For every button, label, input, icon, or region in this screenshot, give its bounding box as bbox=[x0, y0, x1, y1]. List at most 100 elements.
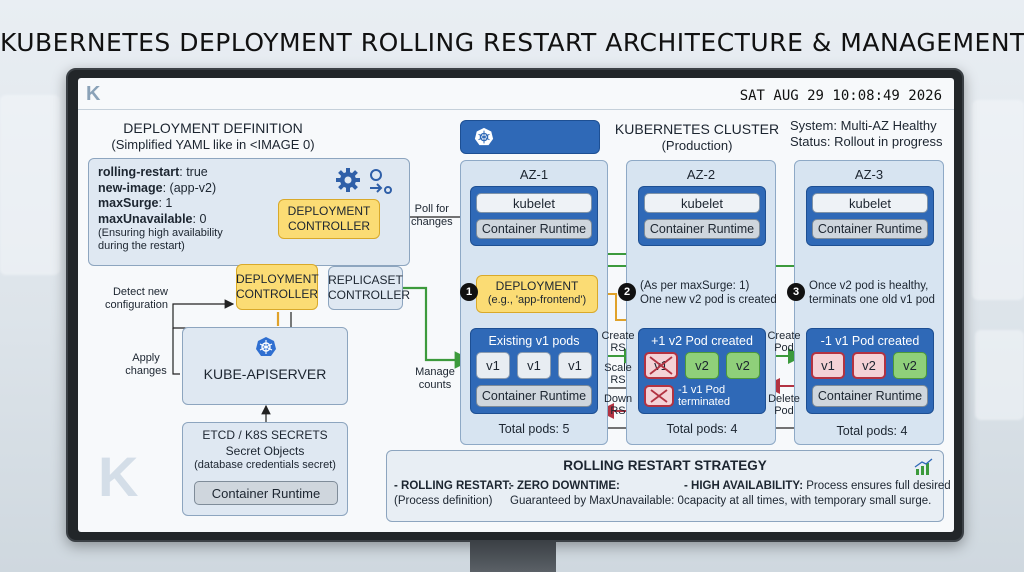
container-runtime-label: Container Runtime bbox=[817, 222, 923, 236]
pod-label: v2 bbox=[695, 358, 709, 373]
pod-v2[interactable] bbox=[685, 352, 719, 379]
pod-label: v1 bbox=[527, 358, 541, 373]
yaml-line: rolling-restart: true bbox=[98, 165, 208, 179]
kubelet[interactable] bbox=[812, 193, 928, 213]
container-runtime[interactable] bbox=[476, 385, 592, 407]
step-badge-2: 2 bbox=[618, 283, 636, 301]
strategy-panel bbox=[386, 450, 944, 522]
step-badge-1: 1 bbox=[460, 283, 478, 301]
replicaset-controller[interactable] bbox=[328, 266, 403, 310]
strategy-col-1: - ROLLING RESTART: (Process definition) bbox=[394, 480, 512, 507]
az3-label: AZ-3 bbox=[854, 167, 884, 182]
yaml-line: new-image: (app-v2) bbox=[98, 180, 217, 195]
pod-label: v1 bbox=[568, 358, 582, 373]
deployment-label: DEPLOYMENT(e.g., 'app-frontend') bbox=[487, 279, 587, 306]
container-runtime-label: Container Runtime bbox=[649, 222, 755, 236]
cross-icon bbox=[649, 356, 673, 375]
bar-chart-icon bbox=[914, 458, 933, 475]
strategy-col-2: - ZERO DOWNTIME: Guaranteed by MaxUnavai… bbox=[510, 480, 684, 507]
pods-title: +1 v2 Pod created bbox=[651, 334, 753, 348]
pod-label: v1 bbox=[486, 358, 500, 373]
pod-label: v2 bbox=[903, 358, 917, 373]
pod-v1[interactable] bbox=[517, 352, 551, 379]
background-panel bbox=[975, 330, 1024, 420]
container-runtime[interactable] bbox=[812, 385, 928, 407]
container-runtime[interactable] bbox=[476, 219, 592, 239]
pod-label: v2 bbox=[736, 358, 750, 373]
background-panel bbox=[972, 100, 1024, 300]
container-runtime[interactable] bbox=[644, 219, 760, 239]
pod-v1[interactable] bbox=[476, 352, 510, 379]
az3-total: Total pods: 4 bbox=[836, 424, 908, 438]
yaml-note: (Ensuring high availability bbox=[98, 227, 223, 239]
deployment-controller-upper[interactable] bbox=[278, 199, 380, 239]
yaml-note: during the restart) bbox=[98, 240, 185, 252]
definition-heading: DEPLOYMENT DEFINITION bbox=[123, 120, 303, 136]
gear-icon bbox=[336, 168, 392, 194]
strategy-col-3: - HIGH AVAILABILITY: Process ensures ful… bbox=[684, 480, 951, 507]
yaml-line: maxUnavailable: 0 bbox=[98, 211, 207, 226]
kubelet-label: kubelet bbox=[849, 196, 891, 211]
pod-label: v2 bbox=[862, 358, 876, 373]
rollout-status: Status: Rollout in progress bbox=[790, 134, 943, 149]
monitor-stand bbox=[470, 540, 556, 572]
k-watermark: K bbox=[98, 445, 139, 508]
step-3-text: Once v2 pod is healthy,terminats one old… bbox=[809, 280, 935, 306]
pod-v2[interactable] bbox=[852, 352, 886, 379]
container-runtime-label: Container Runtime bbox=[817, 389, 923, 403]
pod-v2[interactable] bbox=[726, 352, 760, 379]
pods-title: -1 v1 Pod created bbox=[820, 334, 920, 348]
pod-v1[interactable] bbox=[811, 352, 845, 379]
cross-icon bbox=[650, 389, 668, 403]
kubelet-label: kubelet bbox=[513, 196, 555, 211]
background-panel bbox=[0, 95, 60, 275]
kubelet-label: kubelet bbox=[681, 196, 723, 211]
etcd-line: (database credentials secret) bbox=[194, 459, 336, 471]
definition-subheading: (Simplified YAML like in <IMAGE 0) bbox=[111, 137, 315, 152]
yaml-line: maxSurge: 1 bbox=[98, 196, 173, 210]
kubelet[interactable] bbox=[644, 193, 760, 213]
datetime: SAT AUG 29 10:08:49 2026 bbox=[739, 88, 942, 104]
page-title: KUBERNETES DEPLOYMENT ROLLING RESTART AR… bbox=[0, 28, 1024, 57]
container-runtime-label: Container Runtime bbox=[211, 486, 321, 501]
step-badge-3: 3 bbox=[787, 283, 805, 301]
cluster-subtitle: (Production) bbox=[661, 138, 733, 153]
yaml-block: rolling-restart: true new-image: (app-v2… bbox=[98, 165, 223, 253]
etcd-line: Secret Objects bbox=[225, 444, 305, 458]
pod-v1[interactable] bbox=[558, 352, 592, 379]
pod-v2[interactable] bbox=[893, 352, 927, 379]
divider bbox=[78, 109, 954, 110]
az1-total: Total pods: 5 bbox=[498, 422, 570, 436]
system-status: System: Multi-AZ Healthy bbox=[790, 118, 937, 133]
strategy-title: ROLLING RESTART STRATEGY bbox=[563, 458, 767, 473]
az2-label: AZ-2 bbox=[686, 167, 716, 182]
container-runtime[interactable] bbox=[812, 219, 928, 239]
etcd-title: ETCD / K8S SECRETS bbox=[202, 428, 328, 442]
container-runtime bbox=[194, 481, 338, 505]
kubernetes-icon bbox=[474, 127, 494, 146]
step-2-text: (As per maxSurge: 1)One new v2 pod is cr… bbox=[640, 280, 777, 306]
pods-title: Existing v1 pods bbox=[488, 334, 580, 348]
kubelet[interactable] bbox=[476, 193, 592, 213]
cluster-title: KUBERNETES CLUSTER bbox=[614, 121, 780, 137]
pod-label: v1 bbox=[821, 358, 835, 373]
deployment-controller-lower[interactable] bbox=[236, 264, 318, 310]
kube-apiserver-label: KUBE-APISERVER bbox=[203, 366, 327, 382]
container-runtime-label: Container Runtime bbox=[481, 389, 587, 403]
container-runtime-label: Container Runtime bbox=[481, 222, 587, 236]
az2-total: Total pods: 4 bbox=[666, 422, 738, 436]
kubernetes-icon bbox=[256, 337, 276, 356]
